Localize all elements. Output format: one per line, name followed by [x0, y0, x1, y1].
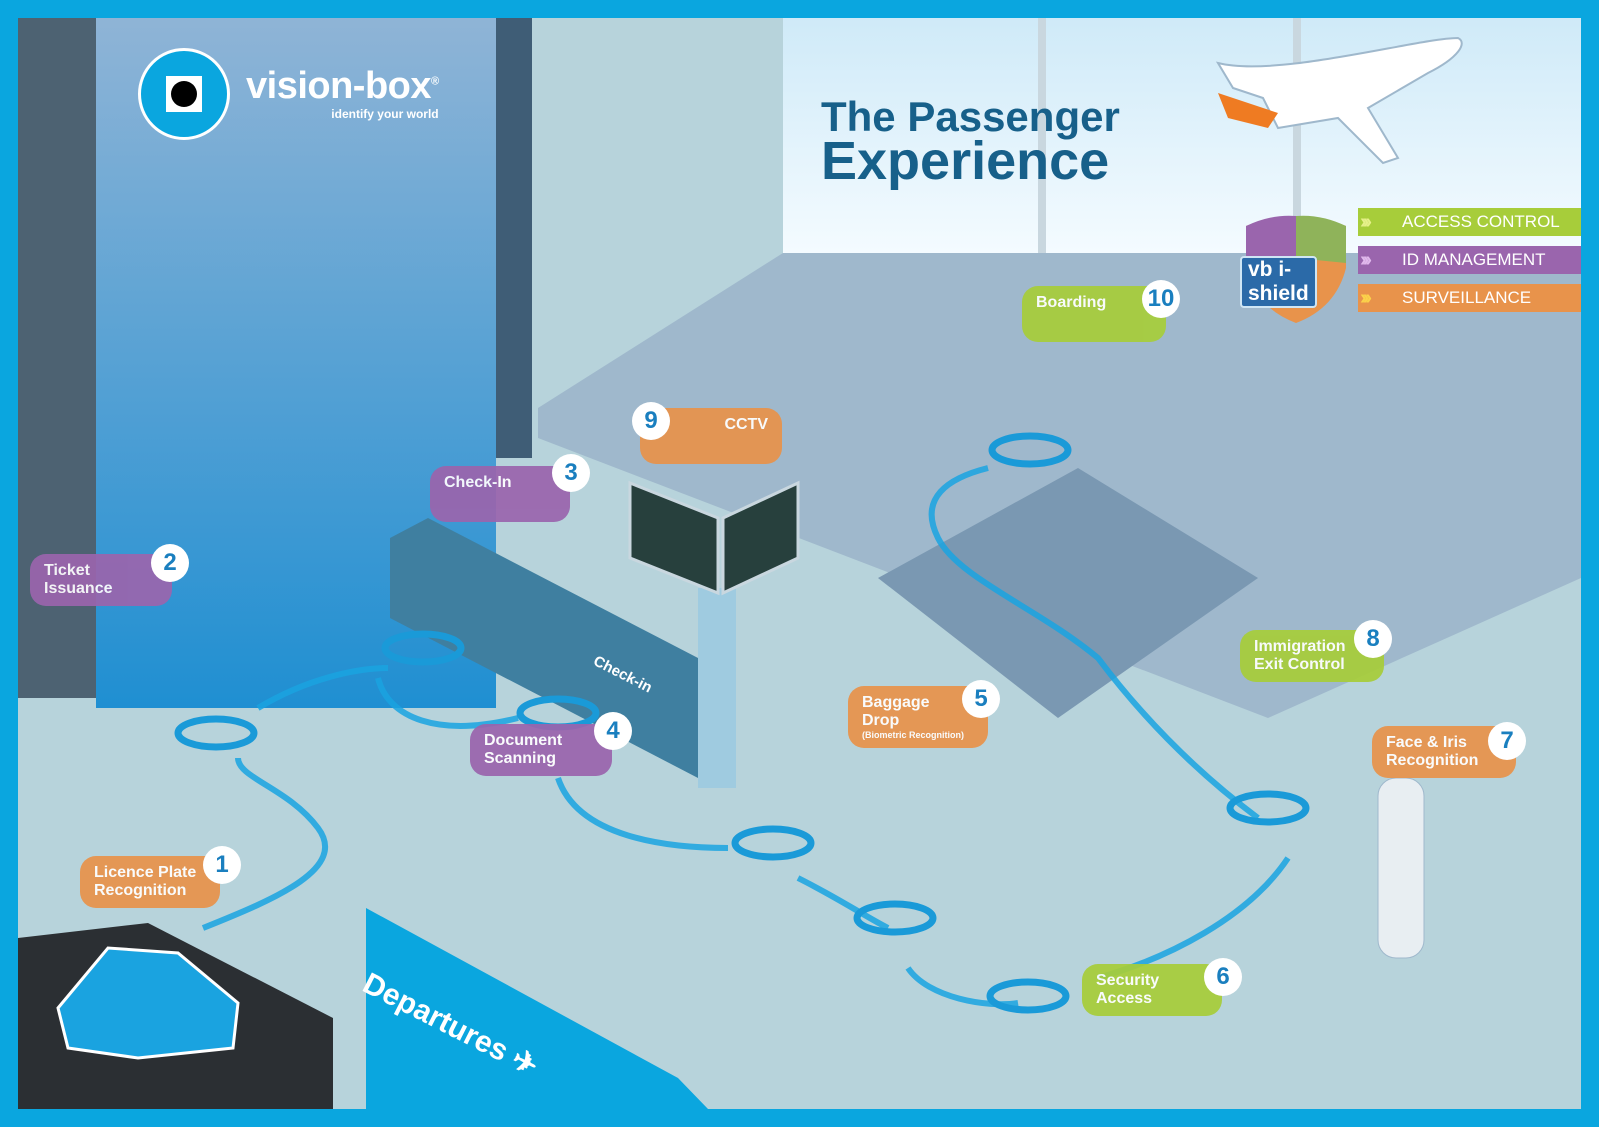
station-marker — [381, 630, 465, 666]
step-number-6: 6 — [1204, 958, 1242, 996]
passenger-path — [201, 465, 1291, 1008]
step-number-1: 1 — [203, 846, 241, 884]
callout-immigration-exit-control: Immigration Exit Control — [1240, 630, 1384, 682]
callout-document-scanning: Document Scanning — [470, 724, 612, 776]
face-iris-kiosk — [1377, 777, 1425, 959]
station-marker — [986, 978, 1070, 1014]
window-mullion — [1293, 18, 1301, 253]
page-title: The Passenger Experience — [821, 93, 1120, 191]
vision-box-logo: vision-box® identify your world — [138, 48, 439, 140]
callout-line: Scanning — [484, 750, 557, 767]
chevron-icon: ››› — [1360, 210, 1372, 233]
chevron-icon: ››› — [1360, 248, 1372, 271]
callout-line: Drop — [862, 712, 900, 729]
escalator — [878, 468, 1258, 718]
brand-tagline: identify your world — [331, 107, 439, 121]
callout-check-in: Check-In — [430, 466, 570, 522]
step-number-7: 7 — [1488, 722, 1526, 760]
callout-ticket-issuance: Ticket Issuance — [30, 554, 172, 606]
step-number-8: 8 — [1354, 620, 1392, 658]
wall-edge — [496, 18, 532, 458]
callout-line: Ticket — [44, 562, 90, 579]
step-number-2: 2 — [151, 544, 189, 582]
chevron-icon: ››› — [1360, 286, 1372, 309]
station-markers — [174, 432, 1310, 1014]
callout-line: Issuance — [44, 580, 113, 597]
title-line-1: The Passenger — [821, 93, 1120, 140]
departures-sign-face — [366, 908, 708, 1109]
airplane-icon — [1215, 36, 1463, 165]
callout-line: Check-In — [444, 474, 512, 491]
band-label: ID MANAGEMENT — [1402, 250, 1546, 269]
flight-board-left — [628, 480, 720, 596]
station-marker — [731, 825, 815, 861]
station-marker — [988, 432, 1072, 468]
flight-board-right — [721, 480, 800, 596]
band-surveillance: ››› SURVEILLANCE — [1358, 284, 1581, 312]
station-marker — [1226, 790, 1310, 826]
vision-box-logo-icon — [138, 48, 230, 140]
step-number-4: 4 — [594, 712, 632, 750]
callout-line: Exit Control — [1254, 656, 1345, 673]
callout-security-access: Security Access — [1082, 964, 1222, 1016]
callout-line: Boarding — [1036, 294, 1107, 311]
callout-line: Immigration — [1254, 638, 1346, 655]
callout-line: Security — [1096, 972, 1160, 989]
band-id-management: ››› ID MANAGEMENT — [1358, 246, 1581, 274]
callout-line: Baggage — [862, 694, 930, 711]
callout-line: Recognition — [94, 882, 187, 899]
registered-mark: ® — [431, 75, 439, 88]
band-label: SURVEILLANCE — [1402, 288, 1532, 307]
step-number-10: 10 — [1142, 280, 1180, 318]
callout-subtext: (Biometric Recognition) — [862, 730, 965, 740]
band-access-control: ››› ACCESS CONTROL — [1358, 208, 1581, 236]
callout-line: Document — [484, 732, 563, 749]
callout-line: CCTV — [724, 416, 768, 433]
cctv-column — [698, 588, 736, 788]
scene-background — [18, 18, 1581, 1109]
callout-line: Face & Iris — [1386, 734, 1467, 751]
shield-name: vb i-shield — [1240, 256, 1317, 308]
step-number-3: 3 — [552, 454, 590, 492]
step-number-9: 9 — [632, 402, 670, 440]
station-marker — [853, 900, 937, 936]
callout-line: Licence Plate — [94, 864, 197, 881]
callout-line: Recognition — [1386, 752, 1479, 769]
step-number-5: 5 — [962, 680, 1000, 718]
car-icon — [56, 946, 240, 1060]
brand-name: vision-box — [246, 65, 432, 107]
band-label: ACCESS CONTROL — [1402, 212, 1560, 231]
airport-illustration: vision-box® identify your world The Pass… — [18, 18, 1581, 1109]
callout-line: Access — [1096, 990, 1153, 1007]
callout-licence-plate-recognition: Licence Plate Recognition — [80, 856, 220, 908]
title-line-2: Experience — [821, 130, 1110, 191]
window-mullion — [1038, 18, 1046, 253]
airplane-tail — [1218, 93, 1278, 128]
station-marker — [174, 715, 258, 751]
